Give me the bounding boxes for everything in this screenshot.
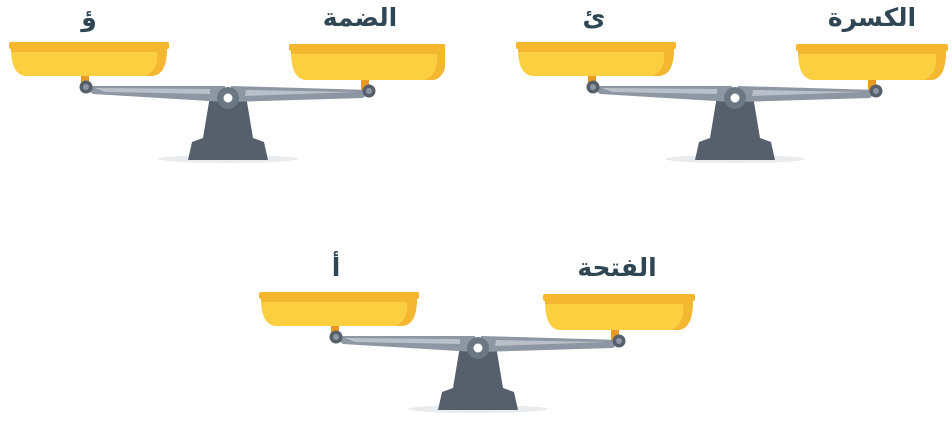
heavy-side-label: الضمة: [300, 3, 420, 33]
light-side-label: أ: [316, 253, 356, 283]
light-side-label: ؤ: [69, 3, 109, 33]
balance-scale-damma: ؤ الضمة: [5, 0, 445, 170]
heavy-pan: [543, 294, 695, 330]
light-pan: [516, 42, 676, 76]
balance-scale-fatha: أ الفتحة: [255, 250, 695, 420]
light-side-label: ئ: [574, 3, 614, 33]
light-pan: [259, 292, 419, 326]
balance-scale-kasra: ئ الكسرة: [512, 0, 952, 170]
heavy-side-label: الكسرة: [812, 3, 932, 33]
light-pan: [9, 42, 169, 76]
heavy-side-label: الفتحة: [557, 253, 677, 283]
heavy-pan: [289, 44, 445, 80]
heavy-pan: [796, 44, 948, 80]
